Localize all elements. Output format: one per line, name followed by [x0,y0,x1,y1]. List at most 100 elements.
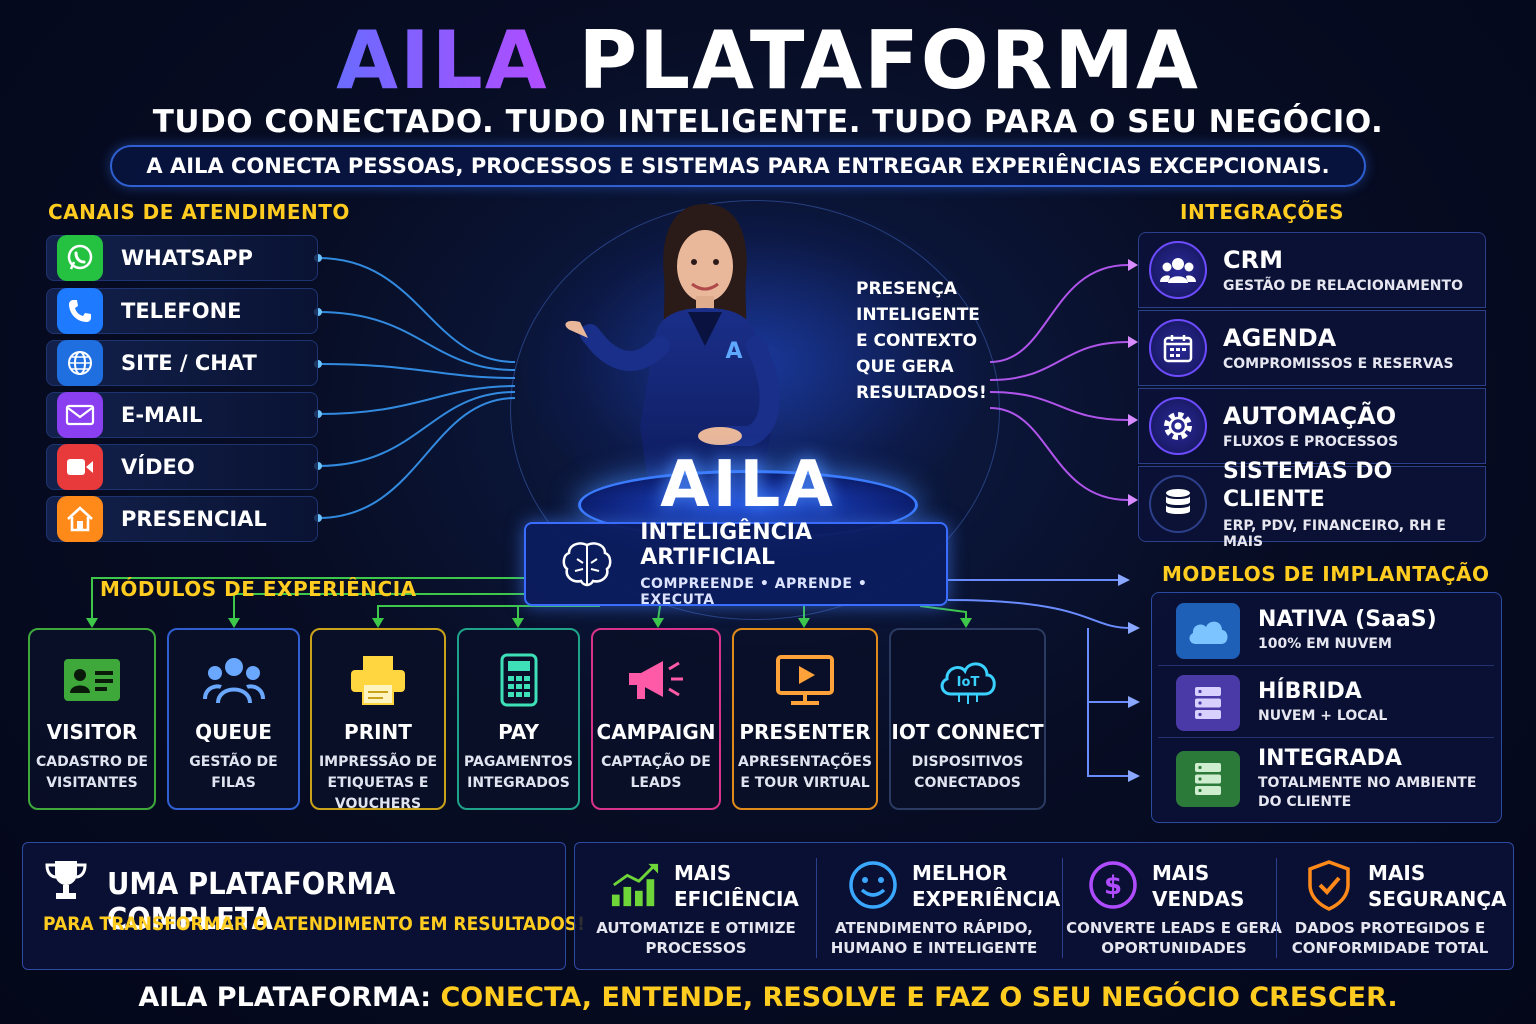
module-desc: PAGAMENTOS INTEGRADOS [464,754,573,791]
integrations-title: INTEGRAÇÕES [1180,200,1345,224]
ai-title: INTELIGÊNCIA ARTIFICIAL [640,520,812,570]
integration-title: CRM [1223,246,1283,274]
brain-icon [556,532,618,596]
benefit-desc: DADOS PROTEGIDOS E CONFORMIDADE TOTAL [1291,919,1489,957]
phone-icon [57,288,103,334]
integration-desc: ERP, PDV, FINANCEIRO, RH E MAIS [1223,518,1446,550]
integration-sistemas[interactable]: SISTEMAS DO CLIENTE ERP, PDV, FINANCEIRO,… [1138,459,1486,550]
divider [1276,858,1277,958]
module-campaign[interactable]: CAMPAIGN CAPTAÇÃO DE LEADS [591,628,721,810]
benefit-desc: ATENDIMENTO RÁPIDO, HUMANO E INTELIGENTE [830,919,1038,957]
channel-email[interactable]: E-MAIL [46,392,318,438]
module-print[interactable]: PRINT IMPRESSÃO DE ETIQUETAS E VOUCHERS [310,628,446,812]
module-queue[interactable]: QUEUE GESTÃO DE FILAS [167,628,300,810]
deploy-desc: NUVEM + LOCAL [1258,708,1388,724]
module-iot-connect[interactable]: IoT IOT CONNECT DISPOSITIVOS CONECTADOS [889,628,1046,810]
monitor-play-icon [734,648,876,712]
channel-phone[interactable]: TELEFONE [46,288,318,334]
users-icon [1149,241,1207,299]
module-desc: IMPRESSÃO DE ETIQUETAS E VOUCHERS [318,754,438,812]
module-presenter[interactable]: PRESENTER APRESENTAÇÕES E TOUR VIRTUAL [732,628,878,810]
complete-subtitle: PARA TRANSFORMAR O ATENDIMENTO EM RESULT… [43,913,585,935]
svg-text:IoT: IoT [956,675,979,690]
channel-label: E-MAIL [121,403,203,427]
module-desc: DISPOSITIVOS CONECTADOS [911,754,1024,791]
divider [1062,858,1063,958]
module-title: PRESENTER [739,720,871,744]
deploy-desc: 100% EM NUVEM [1258,636,1392,652]
badge-letter: A [725,339,742,364]
ai-name: AILA [660,448,836,522]
svg-text:$: $ [1104,871,1122,901]
module-title: PRINT [344,720,412,744]
channel-label: VÍDEO [121,455,195,479]
home-icon [57,496,103,542]
growth-chart-icon [610,860,660,910]
integration-crm[interactable]: CRM GESTÃO DE RELACIONAMENTO [1138,232,1486,308]
deploy-title: INTEGRADA [1258,746,1402,771]
module-visitor[interactable]: VISITOR CADASTRO DE VISITANTES [28,628,156,810]
integration-title: AUTOMAÇÃO [1223,402,1397,430]
ai-core-box[interactable]: INTELIGÊNCIA ARTIFICIAL COMPREENDE • APR… [524,520,948,608]
benefit-desc: CONVERTE LEADS E GERA OPORTUNIDADES [1066,919,1282,957]
gear-icon [1149,397,1207,455]
integration-title: SISTEMAS DO CLIENTE [1223,459,1393,512]
group-icon [169,648,298,712]
calculator-icon [459,648,578,712]
dollar-icon: $ [1088,860,1138,910]
integration-agenda[interactable]: AGENDA COMPROMISSOS E RESERVAS [1138,310,1486,386]
printer-icon [312,648,444,712]
integration-title: AGENDA [1223,324,1337,352]
module-desc: CAPTAÇÃO DE LEADS [601,754,711,791]
whatsapp-icon [57,235,103,281]
channel-site-chat[interactable]: SITE / CHAT [46,340,318,386]
module-title: VISITOR [46,720,138,744]
channel-whatsapp[interactable]: WHATSAPP [46,235,318,281]
cloud-icon [1176,602,1240,659]
module-title: CAMPAIGN [596,720,716,744]
server-icon [1176,674,1240,731]
module-desc: CADASTRO DE VISITANTES [36,754,148,791]
integration-desc: COMPROMISSOS E RESERVAS [1223,356,1454,372]
deploy-integrada[interactable]: INTEGRADA TOTALMENTE NO AMBIENTE DO CLIEN… [1158,740,1494,818]
mail-icon [57,392,103,438]
module-title: QUEUE [195,720,272,744]
megaphone-icon [593,648,719,712]
server-stack-icon [1176,751,1240,807]
page-title: AILA PLATAFORMA [336,14,1200,107]
integration-automacao[interactable]: AUTOMAÇÃO FLUXOS E PROCESSOS [1138,388,1486,464]
trophy-icon [43,857,89,914]
channel-label: PRESENCIAL [121,507,267,531]
ai-orbit-ring [510,200,1000,620]
globe-icon [57,340,103,386]
module-pay[interactable]: PAY PAGAMENTOS INTEGRADOS [457,628,580,810]
smile-icon [848,860,898,910]
module-desc: GESTÃO DE FILAS [189,754,278,791]
database-icon [1149,475,1207,533]
shield-check-icon [1304,860,1354,911]
integration-desc: GESTÃO DE RELACIONAMENTO [1223,278,1463,294]
deploy-desc: TOTALMENTE NO AMBIENTE DO CLIENTE [1258,775,1477,810]
channel-video[interactable]: VÍDEO [46,444,318,490]
benefit-desc: AUTOMATIZE E OTIMIZE PROCESSOS [596,919,796,957]
ai-quote: PRESENÇA INTELIGENTE E CONTEXTO QUE GERA… [856,279,987,403]
id-card-icon [30,648,154,712]
channel-label: WHATSAPP [121,246,253,270]
footer-slogan: AILA PLATAFORMA: CONECTA, ENTENDE, RESOL… [138,982,1398,1013]
complete-platform-panel: UMA PLATAFORMA COMPLETA PARA TRANSFORMAR… [22,842,585,970]
deploy-hibrida[interactable]: HÍBRIDA NUVEM + LOCAL [1158,668,1494,738]
channel-presencial[interactable]: PRESENCIAL [46,496,318,542]
deploy-title: HÍBRIDA [1258,679,1362,704]
video-icon [57,444,103,490]
page-subtitle: TUDO CONECTADO. TUDO INTELIGENTE. TUDO P… [152,104,1384,140]
integration-desc: FLUXOS E PROCESSOS [1223,434,1399,450]
deploy-nativa[interactable]: NATIVA (SaaS)100% EM NUVEM [1158,596,1494,666]
modules-title: MÓDULOS DE EXPERIÊNCIA [100,577,417,601]
